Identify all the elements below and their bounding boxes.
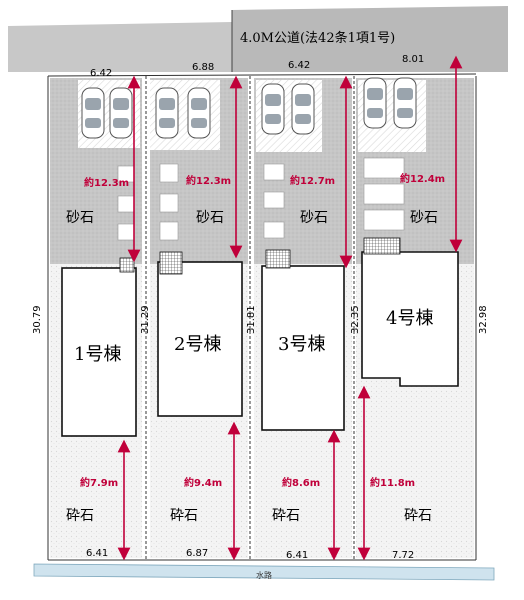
building-footprint	[157, 261, 243, 417]
road-label: 4.0M公道(法42条1項1号)	[240, 30, 395, 46]
entrance-step	[119, 257, 135, 273]
dimension-arrows	[117, 55, 463, 561]
distance-back-1: 約7.9m	[80, 476, 118, 489]
gravel-label-4: 砂石	[410, 210, 438, 226]
distance-front-3: 約12.7m	[290, 174, 335, 187]
rear-width-3: 6.41	[286, 550, 308, 561]
building-label-1: 1号棟	[74, 344, 121, 365]
car-icon	[155, 87, 179, 139]
crushed-label-3: 砕石	[272, 508, 300, 524]
rear-width-1: 6.41	[86, 548, 108, 559]
public-road	[8, 22, 232, 72]
car-icon	[81, 87, 105, 139]
car-icon	[261, 83, 285, 135]
waterway-label: 水路	[256, 570, 272, 580]
distance-back-4: 約11.8m	[370, 476, 415, 489]
building-label-4: 4号棟	[386, 308, 433, 329]
car-icon	[187, 87, 211, 139]
depth-4: 32.35	[350, 305, 361, 334]
crushed-label-1: 砕石	[66, 508, 94, 524]
depth-3: 31.81	[246, 305, 257, 334]
car-icon	[109, 87, 133, 139]
distance-front-2: 約12.3m	[186, 174, 231, 187]
gravel-label-3: 砂石	[300, 210, 328, 226]
rear-width-2: 6.87	[186, 548, 208, 559]
lot-boundaries	[47, 73, 477, 561]
waterway	[33, 563, 495, 581]
parked-cars	[81, 77, 417, 139]
public-road-right	[232, 6, 508, 72]
front-width-4: 8.01	[402, 54, 424, 65]
entrance-step	[159, 251, 183, 275]
distance-back-3: 約8.6m	[282, 476, 320, 489]
building-label-2: 2号棟	[174, 334, 221, 355]
depth-2: 31.29	[140, 305, 151, 334]
crushed-label-4: 砕石	[404, 508, 432, 524]
crushed-label-2: 砕石	[170, 508, 198, 524]
distance-back-2: 約9.4m	[184, 476, 222, 489]
distance-front-1: 約12.3m	[84, 176, 129, 189]
distance-front-4: 約12.4m	[400, 172, 445, 185]
front-width-1: 6.42	[90, 68, 112, 79]
front-width-3: 6.42	[288, 60, 310, 71]
front-width-2: 6.88	[192, 62, 214, 73]
building-label-3: 3号棟	[278, 334, 325, 355]
gravel-label-2: 砂石	[196, 210, 224, 226]
gravel-label-1: 砂石	[66, 210, 94, 226]
depth-4-right: 32.98	[478, 305, 489, 334]
rear-width-4: 7.72	[392, 550, 414, 561]
building-footprint	[261, 265, 345, 431]
building-footprint	[61, 267, 137, 437]
depth-1: 30.79	[32, 305, 43, 334]
car-icon	[363, 77, 387, 129]
entrance-step	[265, 249, 291, 269]
car-icon	[393, 77, 417, 129]
entrance-step	[363, 237, 401, 255]
car-icon	[291, 83, 315, 135]
